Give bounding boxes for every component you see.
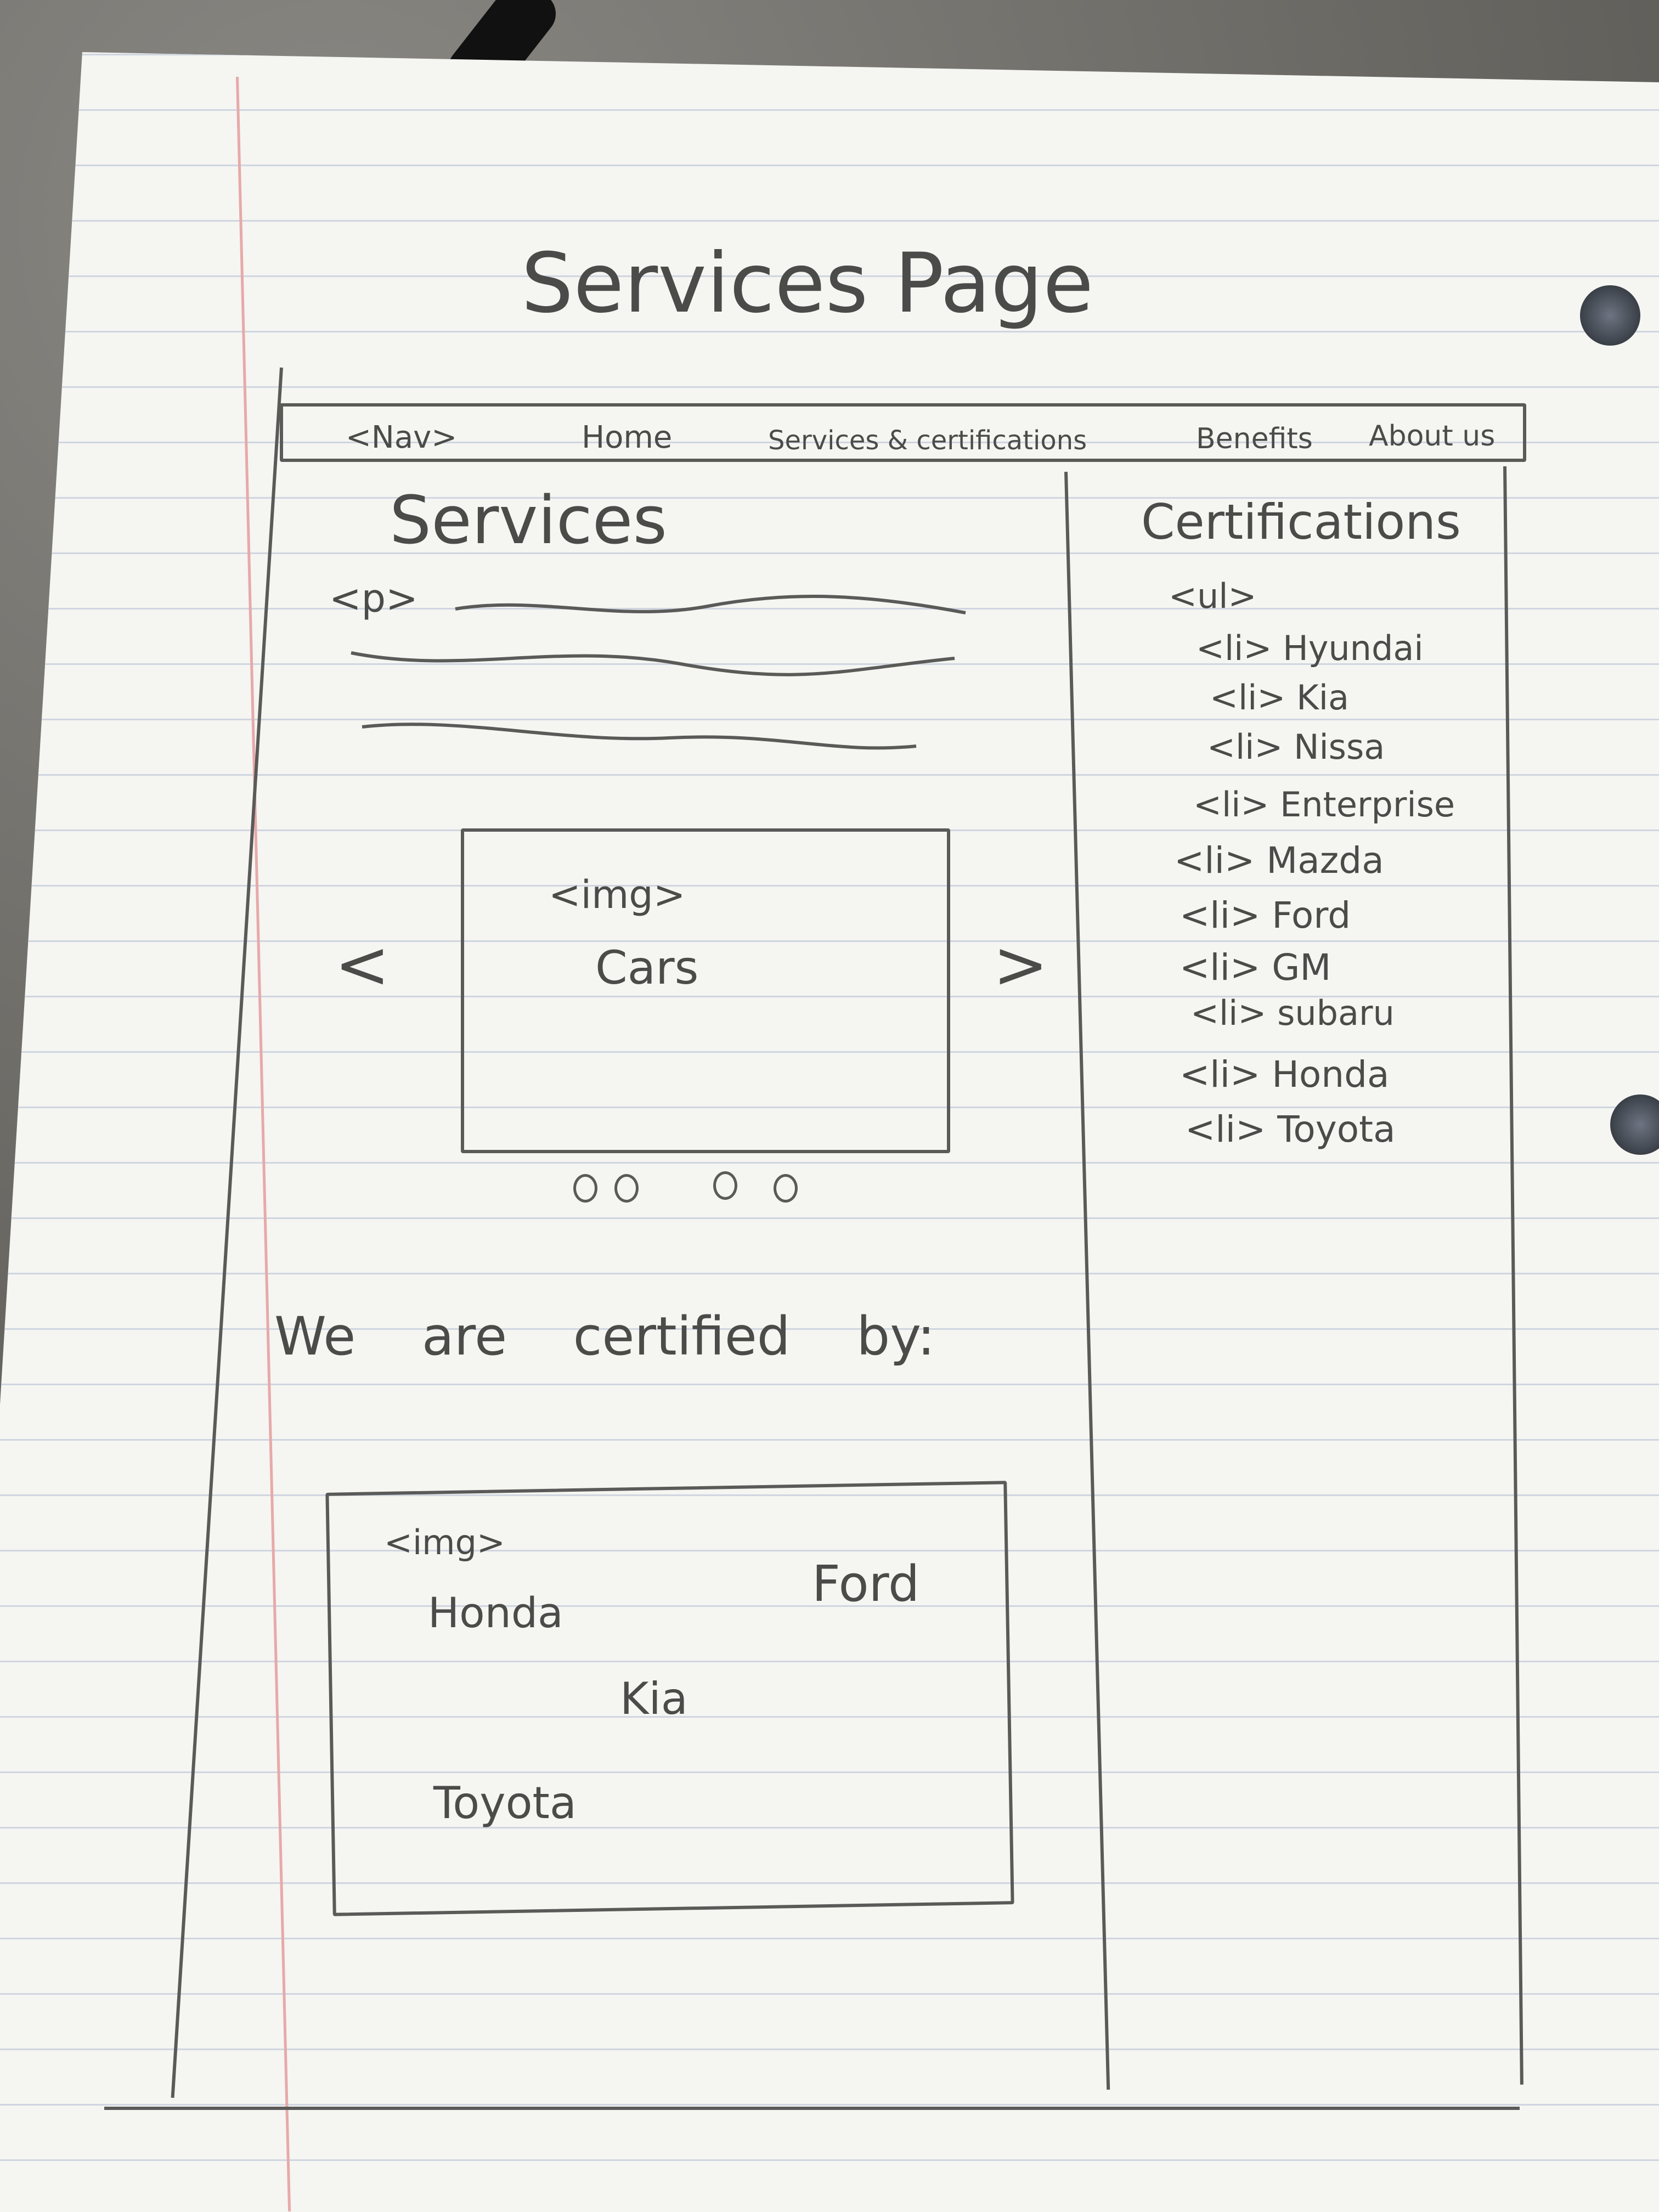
carousel-dot[interactable] [774,1174,798,1203]
paragraph-placeholder-line [351,651,955,676]
carousel-prev-arrow[interactable]: < [335,927,390,1003]
li-tag: <li> [1180,894,1261,936]
li-tag: <li> [1180,1053,1261,1096]
frame-right-edge [1503,466,1523,2085]
list-item-label: Mazda [1266,839,1384,882]
li-tag: <li> [1210,678,1286,718]
brand-ford: Ford [812,1555,920,1613]
list-item: <li> Enterprise [1193,785,1455,825]
li-tag: <li> [1185,1108,1266,1150]
nav-item-benefits[interactable]: Benefits [1196,422,1313,455]
punch-hole [1610,1094,1659,1155]
list-item: <li> Honda [1180,1053,1389,1096]
nav-item-home[interactable]: Home [582,420,673,455]
carousel-dot[interactable] [573,1174,597,1203]
paragraph-tag: <p> [329,576,418,621]
li-tag: <li> [1190,993,1267,1033]
list-item-label: Toyota [1277,1108,1396,1150]
services-heading: Services [390,483,668,559]
brand-toyota: Toyota [433,1778,577,1829]
margin-line [236,76,291,2211]
page-title: Services Page [521,236,1094,331]
list-item: <li> Kia [1210,678,1349,718]
list-item: <li> Mazda [1174,839,1384,882]
ul-tag: <ul> [1169,576,1257,616]
certifications-heading: Certifications [1141,494,1461,550]
nav-bar [280,403,1526,462]
nav-tag: <Nav> [346,420,458,455]
list-item: <li> Nissa [1207,727,1385,767]
nav-item-services[interactable]: Services & certifications [768,425,1087,456]
punch-hole [1580,285,1640,346]
frame-bottom-edge [104,2107,1520,2110]
certified-img-tag: <img> [384,1522,505,1562]
brand-kia: Kia [620,1673,688,1724]
list-item-label: Nissa [1294,727,1385,767]
li-tag: <li> [1180,946,1261,989]
paragraph-placeholder-line [455,595,966,614]
list-item-label: Honda [1272,1053,1390,1096]
list-item: <li> Ford [1180,894,1351,936]
list-item-label: GM [1272,946,1331,989]
nav-item-about-us[interactable]: About us [1369,420,1496,453]
list-item-label: Ford [1272,894,1351,936]
li-tag: <li> [1193,785,1269,825]
column-divider [1064,471,1110,2090]
li-tag: <li> [1196,628,1272,668]
carousel-dot[interactable] [713,1171,737,1200]
list-item-label: Enterprise [1280,785,1455,825]
li-tag: <li> [1174,839,1255,882]
list-item: <li> Hyundai [1196,628,1424,668]
li-tag: <li> [1207,727,1283,767]
list-item-label: Kia [1296,678,1349,718]
carousel-caption: Cars [595,941,699,995]
list-item: <li> subaru [1190,993,1395,1033]
carousel-image [461,828,950,1153]
paragraph-placeholder-line [362,723,917,750]
carousel-img-tag: <img> [549,872,686,917]
list-item: <li> Toyota [1185,1108,1396,1150]
carousel-next-arrow[interactable]: > [993,927,1048,1003]
list-item-label: Hyundai [1283,628,1424,668]
carousel-dot[interactable] [614,1174,639,1203]
list-item: <li> GM [1180,946,1331,989]
list-item-label: subaru [1277,993,1395,1033]
certified-by-heading: We are certified by: [274,1306,935,1367]
brand-honda: Honda [428,1588,563,1637]
